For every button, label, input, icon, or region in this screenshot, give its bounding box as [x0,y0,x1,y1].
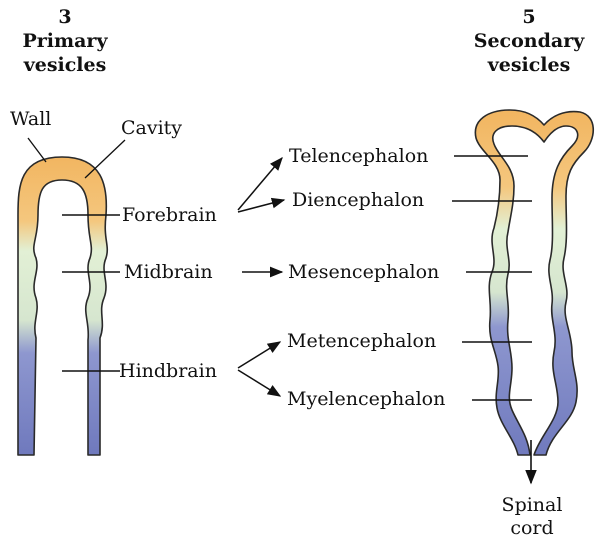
secondary-vesicle-tube [475,110,593,455]
diencephalon-label: Diencephalon [292,191,424,210]
arrow-hindbrain-myelencephalon [238,370,280,396]
cavity-label: Cavity [121,119,182,138]
metencephalon-label: Metencephalon [287,332,436,351]
midbrain-label: Midbrain [124,263,213,282]
myelencephalon-label: Myelencephalon [287,390,445,409]
primary-header: 3 Primary vesicles [18,5,112,77]
primary-line2: vesicles [18,53,112,77]
wall-pointer [28,138,46,162]
telencephalon-label: Telencephalon [289,147,428,166]
wall-label: Wall [10,110,51,129]
spinal-cord-label: Spinal cord [498,494,566,540]
forebrain-label: Forebrain [122,206,217,225]
cavity-pointer [85,140,125,178]
primary-count: 3 [18,5,112,29]
hindbrain-label: Hindbrain [119,362,217,381]
mesencephalon-label: Mesencephalon [288,263,439,282]
spinal-word: Spinal [498,494,566,517]
secondary-line1: Secondary [462,29,596,53]
primary-line1: Primary [18,29,112,53]
cord-word: cord [498,517,566,540]
primary-vesicle-tube [18,157,107,455]
secondary-line2: vesicles [462,53,596,77]
secondary-header: 5 Secondary vesicles [462,5,596,77]
arrow-hindbrain-metencephalon [238,342,280,368]
secondary-count: 5 [462,5,596,29]
